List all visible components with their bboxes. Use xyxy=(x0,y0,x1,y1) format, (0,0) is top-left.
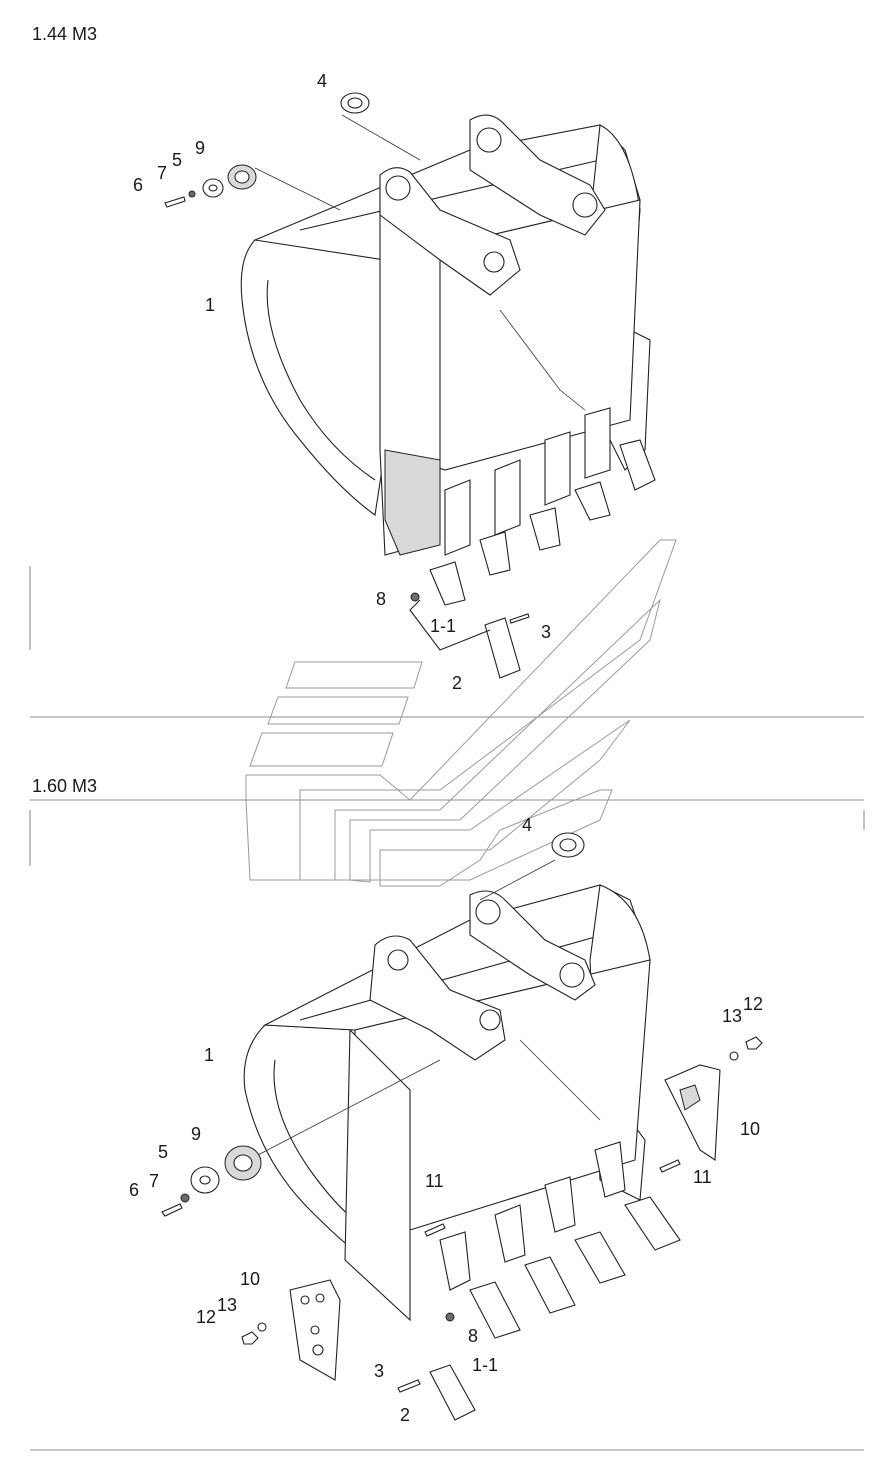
callout-2-2: 2 xyxy=(400,1405,411,1425)
callout-1-2: 2 xyxy=(452,673,463,693)
callout-2-12b: 12 xyxy=(196,1307,217,1327)
callout-1-9: 9 xyxy=(195,138,206,158)
callout-1-3: 3 xyxy=(541,622,552,642)
section-title-1: 1.44 M3 xyxy=(32,24,98,44)
watermark-logo xyxy=(245,539,677,887)
callout-2-7: 7 xyxy=(149,1171,160,1191)
callout-2-4: 4 xyxy=(522,815,533,835)
callout-2-8: 8 xyxy=(468,1326,479,1346)
callout-1-6: 6 xyxy=(133,175,144,195)
callout-2-5: 5 xyxy=(158,1142,169,1162)
callout-2-11a: 11 xyxy=(425,1171,444,1191)
callout-2-12a: 12 xyxy=(743,994,764,1014)
callout-1-4: 4 xyxy=(317,71,328,91)
bushing-part xyxy=(340,92,370,114)
callout-1-8: 8 xyxy=(376,589,387,609)
callout-2-1: 1 xyxy=(204,1045,215,1065)
callout-2-1-1: 1-1 xyxy=(472,1355,499,1375)
callout-2-6: 6 xyxy=(129,1180,140,1200)
teeth-row-2 xyxy=(439,1141,681,1339)
callout-1-5: 5 xyxy=(172,150,183,170)
callout-2-9: 9 xyxy=(191,1124,202,1144)
separator-lines xyxy=(29,566,865,1451)
callout-2-13b: 13 xyxy=(217,1295,238,1315)
callout-2-13a: 13 xyxy=(722,1006,743,1026)
callout-1-1-1: 1-1 xyxy=(430,616,457,636)
callout-2-3: 3 xyxy=(374,1361,385,1381)
callout-2-10b: 10 xyxy=(740,1119,761,1139)
bucket-1-60 xyxy=(161,832,763,1421)
callout-2-10a: 10 xyxy=(240,1269,261,1289)
callout-1-7: 7 xyxy=(157,163,168,183)
section-title-2: 1.60 M3 xyxy=(32,776,98,796)
teeth-row-1 xyxy=(429,407,656,606)
callout-2-11b: 11 xyxy=(693,1167,712,1187)
callout-1-1: 1 xyxy=(205,295,216,315)
bucket-1-44 xyxy=(164,92,656,679)
